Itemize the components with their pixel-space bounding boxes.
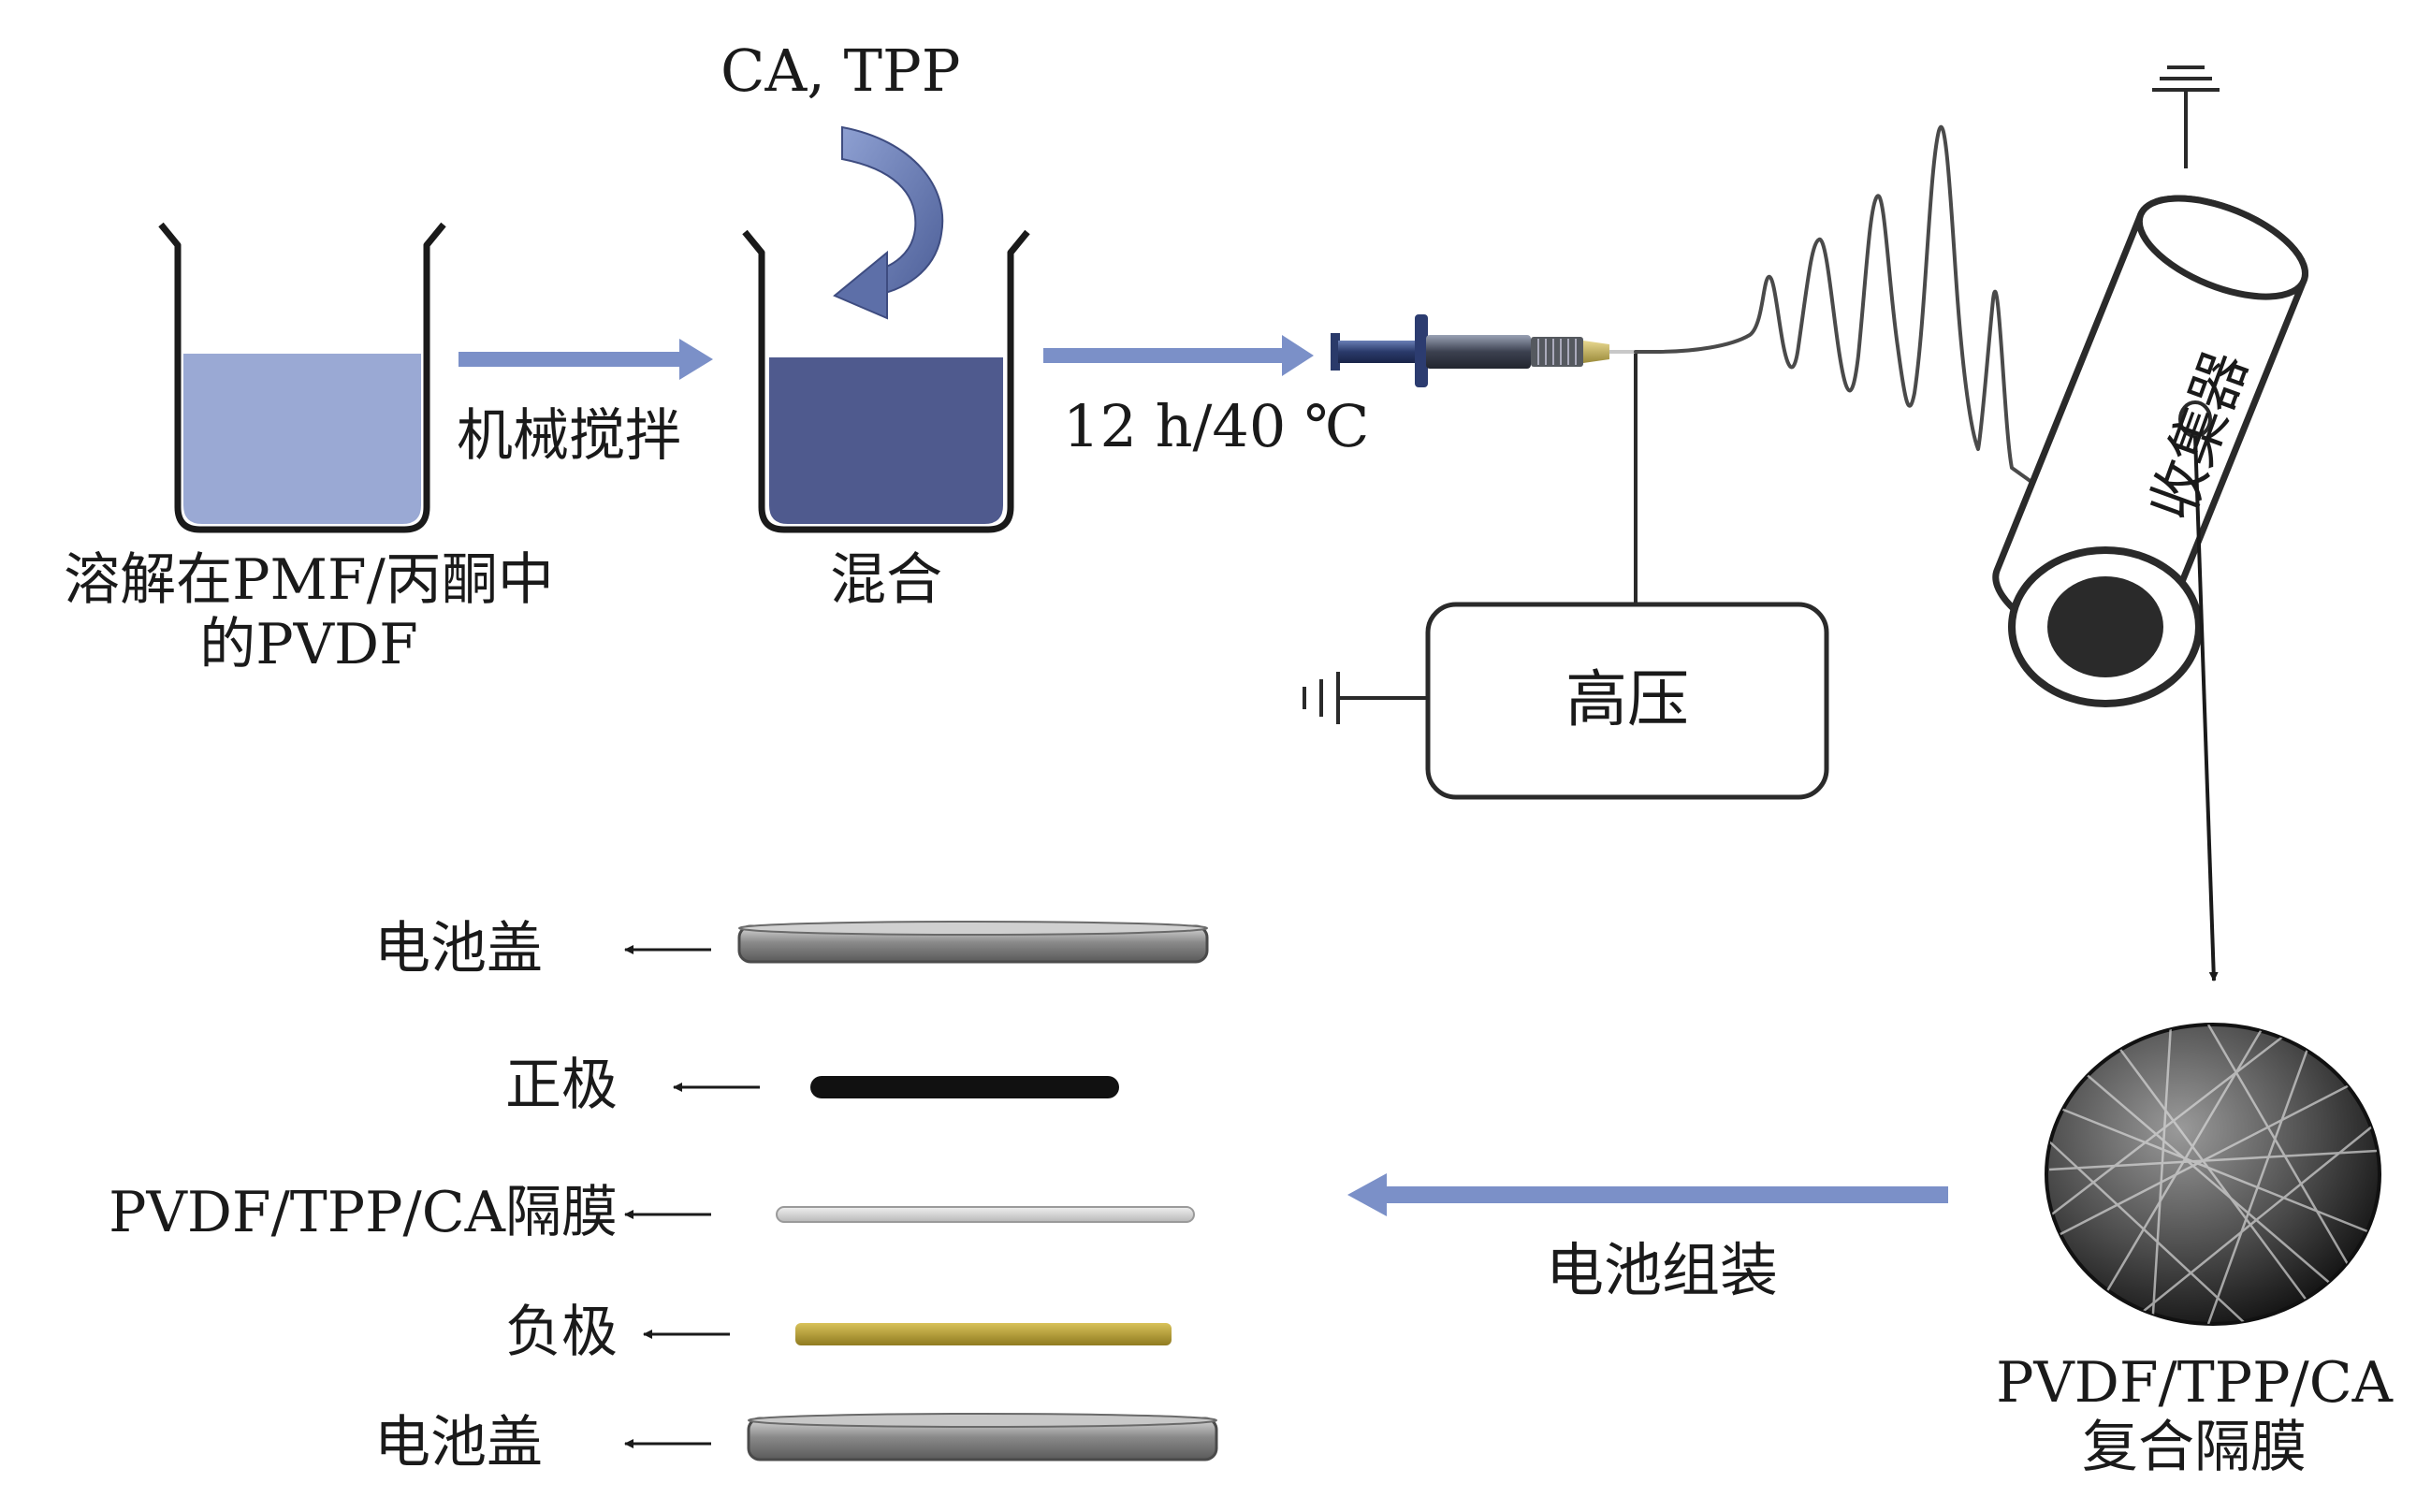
battery-layer-anode xyxy=(795,1323,1172,1345)
collector-drum-top xyxy=(2135,195,2308,300)
spinning-jet xyxy=(1634,124,2040,488)
collector-ground xyxy=(2152,65,2220,168)
membrane-caption: PVDF/TPP/CA 复合隔膜 xyxy=(1974,1351,2414,1480)
hv-box xyxy=(1425,602,1829,800)
beaker-1-caption: 溶解在PMF/丙酮中 的PVDF xyxy=(28,548,590,677)
hv-label: 高压 xyxy=(1565,663,1689,735)
collector xyxy=(1992,65,2308,981)
arrow-battery-assembly xyxy=(1347,1173,1948,1216)
beaker-1-caption-line2: 的PVDF xyxy=(199,612,418,677)
stack-label-separator: PVDF/TPP/CA隔膜 xyxy=(109,1180,618,1245)
beaker-1-outline xyxy=(158,222,446,533)
battery-layer-cap-top xyxy=(737,921,1209,964)
battery-layer-cap-bottom xyxy=(747,1413,1218,1461)
beaker-2-solution xyxy=(769,357,1003,524)
beaker-2-caption: 混合 xyxy=(830,547,942,613)
stack-label-anode: 负极 xyxy=(505,1300,618,1365)
membrane-caption-line2: 复合隔膜 xyxy=(2082,1415,2307,1480)
beaker-1-solution xyxy=(183,354,421,524)
collector-output-arrow xyxy=(2193,435,2219,981)
membrane-disc xyxy=(2045,1023,2381,1326)
stack-label-cathode: 正极 xyxy=(505,1053,618,1118)
collector-drum-core xyxy=(2047,576,2163,677)
battery-assembly-label: 电池组装 xyxy=(1546,1236,1779,1304)
additive-curved-arrow xyxy=(833,125,944,320)
step-condition-label: 12 h/40 ℃ xyxy=(1063,392,1370,460)
beaker-1 xyxy=(158,222,446,533)
stack-label-cap-bottom: 电池盖 xyxy=(374,1410,543,1476)
syringe xyxy=(1331,314,1636,387)
step-stirring-label: 机械搅拌 xyxy=(457,403,681,469)
beaker-2 xyxy=(742,229,1030,533)
hv-wiring xyxy=(1303,354,1638,724)
battery-layer-cathode xyxy=(810,1076,1119,1098)
stack-label-arrows xyxy=(624,945,760,1448)
additive-label: CA, TPP xyxy=(721,36,961,105)
membrane-caption-line1: PVDF/TPP/CA xyxy=(1996,1350,2393,1416)
arrow-mix xyxy=(459,339,713,380)
battery-layer-separator xyxy=(776,1206,1195,1223)
beaker-2-outline xyxy=(742,229,1030,533)
arrow-to-syringe xyxy=(1043,335,1314,376)
beaker-1-caption-line1: 溶解在PMF/丙酮中 xyxy=(64,547,554,613)
stack-label-cap-top: 电池盖 xyxy=(374,916,543,981)
